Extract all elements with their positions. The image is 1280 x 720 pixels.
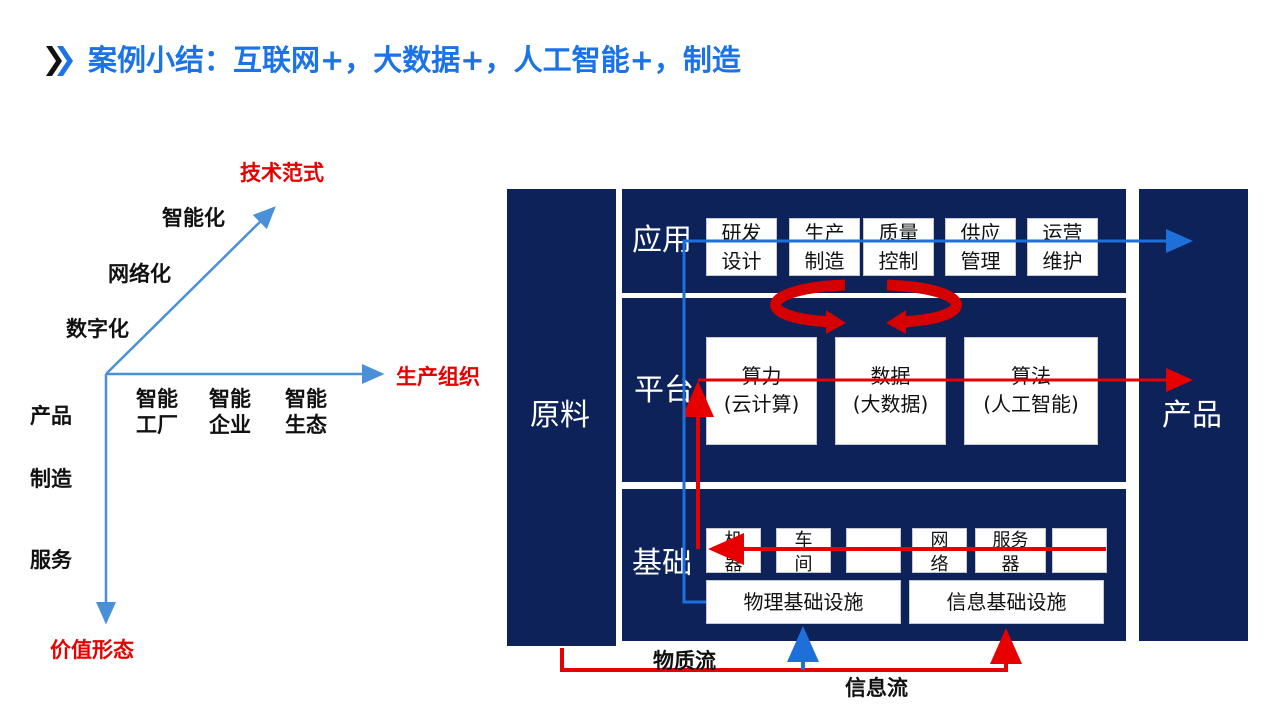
label-smart-factory: 智能工厂 <box>136 387 178 437</box>
label-service: 服务 <box>30 548 72 572</box>
product-label: 产品 <box>1162 398 1222 433</box>
label-manufacturing: 制造 <box>30 467 72 491</box>
platform-box-computing: 算力(云计算) <box>706 337 817 445</box>
material-flow-label: 物质流 <box>653 649 716 673</box>
raw-material-panel <box>507 189 616 646</box>
information-flow-label: 信息流 <box>845 676 908 700</box>
axis-label-value-form: 价值形态 <box>50 638 134 662</box>
label-digital: 数字化 <box>66 317 129 341</box>
raw-material-label: 原料 <box>530 398 590 433</box>
platform-box-algorithm: 算法(人工智能) <box>964 337 1098 445</box>
product-panel <box>1139 189 1248 641</box>
platform-box-data: 数据(大数据) <box>835 337 946 445</box>
app-box-rd-design: 研发设计 <box>706 218 777 276</box>
circular-feedback-icon <box>770 279 962 334</box>
axis-label-production-org: 生产组织 <box>396 365 480 389</box>
base-layer-label: 基础 <box>632 546 692 581</box>
label-intelligent: 智能化 <box>162 206 225 230</box>
information-infrastructure-box: 信息基础设施 <box>909 580 1104 624</box>
axis-label-tech-paradigm: 技术范式 <box>240 161 324 185</box>
physical-infrastructure-box: 物理基础设施 <box>706 580 901 624</box>
label-networked: 网络化 <box>108 262 171 286</box>
page-title: 案例小结：互联网+，大数据+，人工智能+，制造 <box>88 43 741 77</box>
double-chevron-icon <box>46 46 73 76</box>
label-smart-ecosystem: 智能生态 <box>285 387 327 437</box>
application-layer-label: 应用 <box>632 223 692 258</box>
label-smart-enterprise: 智能企业 <box>209 387 251 437</box>
label-product: 产品 <box>30 404 72 428</box>
